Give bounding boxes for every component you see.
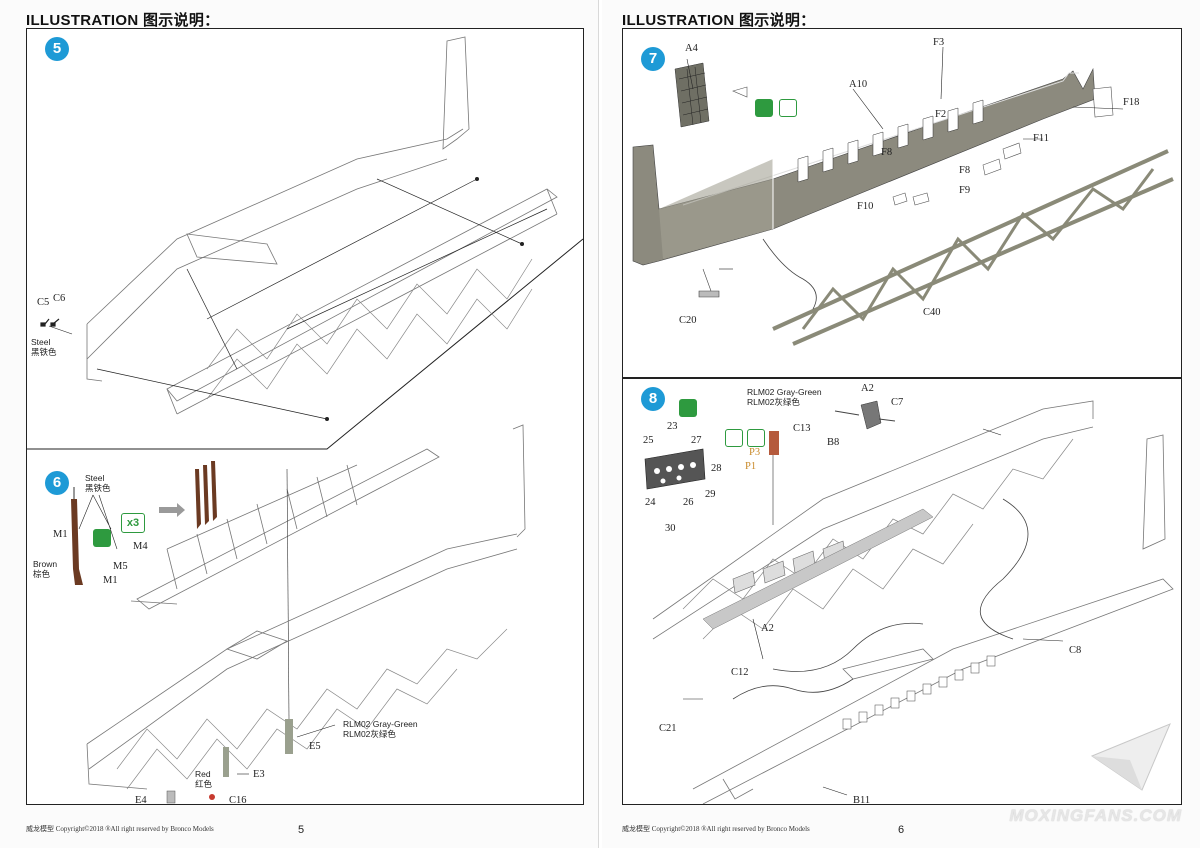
part-27-label: 27 xyxy=(691,435,702,446)
page-header: ILLUSTRATION 图示说明： xyxy=(622,12,816,29)
part-c6-label: C6 xyxy=(53,293,66,304)
part-m1-label: M1 xyxy=(53,529,68,540)
page-number: 5 xyxy=(298,824,305,836)
quantity-badge: x3 xyxy=(121,513,145,533)
part-b11-label: B11 xyxy=(853,795,871,806)
part-c20-label: C20 xyxy=(679,315,697,326)
part-a4-label: A4 xyxy=(685,43,698,54)
paint-icon xyxy=(679,399,697,417)
part-f8-label: F8 xyxy=(881,147,893,158)
step6-drawing xyxy=(71,424,526,804)
part-f9-label: F9 xyxy=(959,185,971,196)
part-c7-label: C7 xyxy=(891,397,904,408)
part-c16-label: C16 xyxy=(229,795,247,806)
part-c12-label: C12 xyxy=(731,667,749,678)
copyright: 威龙模型 Copyright©2018 ®All right reserved … xyxy=(622,825,810,833)
part-c8-label: C8 xyxy=(1069,645,1082,656)
part-e5-label: E5 xyxy=(309,741,321,752)
part-e3-label: E3 xyxy=(253,769,265,780)
step-7-badge: 7 xyxy=(641,47,665,71)
part-c21-label: C21 xyxy=(659,723,677,734)
part-26-label: 26 xyxy=(683,497,694,508)
part-c5-label: C5 xyxy=(37,297,50,308)
step-6-badge: 6 xyxy=(45,471,69,495)
step8-drawing xyxy=(644,400,1174,804)
part-number-icon xyxy=(747,429,765,447)
step7-drawing xyxy=(632,46,1174,346)
part-a2-label-2: A2 xyxy=(761,623,774,634)
part-m1-label-2: M1 xyxy=(103,575,118,586)
page-number: 6 xyxy=(898,824,905,836)
step5-fuselage-drawing xyxy=(40,36,558,421)
part-f8-label-2: F8 xyxy=(959,165,971,176)
part-e4-label: E4 xyxy=(135,795,147,806)
watermark: MOXINGFANS.COM xyxy=(1009,806,1182,825)
part-c13-label: C13 xyxy=(793,423,811,434)
part-f2-label: F2 xyxy=(935,109,947,120)
part-f3-label: F3 xyxy=(933,37,945,48)
step-5-badge: 5 xyxy=(45,37,69,61)
part-p3-label: P3 xyxy=(749,447,761,458)
part-29-label: 29 xyxy=(705,489,716,500)
page-header: ILLUSTRATION 图示说明： xyxy=(26,12,220,29)
part-23-label: 23 xyxy=(667,421,678,432)
glue-icon xyxy=(725,429,743,447)
part-m5-label: M5 xyxy=(113,561,128,572)
page-5: ILLUSTRATION 图示说明： xyxy=(0,0,599,848)
part-p1-label: P1 xyxy=(745,461,757,472)
part-a2-label: A2 xyxy=(861,383,874,394)
part-f11-label: F11 xyxy=(1033,133,1049,144)
part-f10-label: F10 xyxy=(857,201,874,212)
step-8-badge: 8 xyxy=(641,387,665,411)
step7-frame: 7 A4 A10 F3 F2 F8 F8 F11 F18 F9 F10 C20 … xyxy=(622,28,1182,378)
part-b8-label: B8 xyxy=(827,437,840,448)
part-a10-label: A10 xyxy=(849,79,868,90)
glue-icon xyxy=(93,529,111,547)
part-30-label: 30 xyxy=(665,523,676,534)
part-c40-label: C40 xyxy=(923,307,941,318)
part-24-label: 24 xyxy=(645,497,656,508)
part-25-label: 25 xyxy=(643,435,654,446)
glue-icon xyxy=(755,99,773,117)
copyright: 威龙模型 Copyright©2018 ®All right reserved … xyxy=(26,825,214,833)
part-number-icon xyxy=(779,99,797,117)
paper-plane-logo-icon xyxy=(1090,723,1171,791)
page-6: ILLUSTRATION 图示说明： xyxy=(602,0,1200,848)
part-m4-label: M4 xyxy=(133,541,148,552)
part-f18-label: F18 xyxy=(1123,97,1140,108)
step-divider xyxy=(27,238,583,450)
part-28-label: 28 xyxy=(711,463,722,474)
